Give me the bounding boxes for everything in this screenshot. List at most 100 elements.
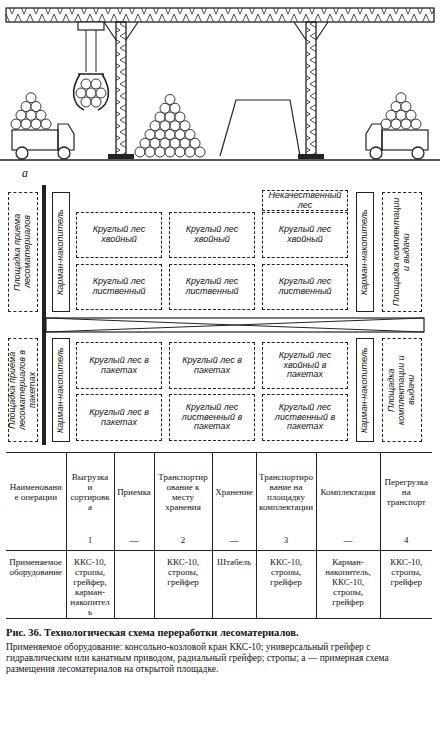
table-text: Транспортирование к месту хранения [157, 472, 210, 512]
caption-note: Применяемое оборудование: консольно-козл… [6, 642, 434, 676]
log-end [411, 119, 421, 129]
table-text: Карман-накопитель, ККС-10, стропы, грейф… [319, 557, 378, 607]
log-end [190, 138, 200, 148]
log-end [170, 121, 180, 131]
table-text: Комплектация [319, 487, 378, 497]
table-cell [114, 551, 154, 619]
leg-brace [104, 22, 138, 40]
node-text: Круглый лес лиственный [265, 277, 345, 297]
log-end [396, 93, 406, 103]
table-cell: — [114, 531, 154, 551]
crossing-band [46, 318, 424, 332]
log-end [96, 88, 106, 98]
node-text: Круглый лес в пакетах [172, 356, 252, 376]
truck-body [12, 130, 58, 150]
table-text: Приемка [117, 487, 152, 497]
table-text: Наименование операции [8, 482, 64, 502]
crane-leg [116, 22, 126, 156]
log-end [155, 112, 165, 122]
log-end [170, 138, 180, 148]
log-end [86, 88, 96, 98]
log-end [16, 110, 26, 120]
storage-cell: Круглый лес в пакетах [169, 342, 255, 389]
node-text: Круглый лес лиственный в пакетах [172, 403, 252, 433]
table-cell [6, 531, 66, 551]
log-end [175, 147, 185, 157]
log-end [31, 102, 41, 112]
table-cell: — [212, 531, 256, 551]
node-text: Карман-накопитель [360, 209, 370, 295]
truck-wheel [58, 147, 70, 159]
log-end [175, 112, 185, 122]
log-end [160, 138, 170, 148]
node-text: Карман-накопитель [56, 209, 66, 295]
storage-pocket: Карман-накопитель [52, 192, 70, 312]
table-cell: Штабель [212, 551, 256, 619]
log-end [160, 103, 170, 113]
storage-cell: Круглый лес лиственный [76, 264, 162, 310]
ground-line [0, 159, 440, 161]
log-end [165, 95, 175, 105]
table-text: 3 [259, 535, 314, 545]
node-text: Карман-накопитель [360, 347, 370, 433]
log-end [195, 147, 205, 157]
table-cell: Приемка [114, 453, 154, 531]
log-end [31, 119, 41, 129]
storage-pocket: Карман-накопитель [52, 338, 70, 442]
table-text: ККС-10, стропы, грейфер [259, 557, 314, 587]
site-area: Площадка приема лесоматериалов в пакетах [8, 338, 38, 442]
log-end [391, 102, 401, 112]
node-text: Площадка комплектации и выдачи [387, 341, 417, 439]
table-text: ККС-10, стропы, грейфер [383, 557, 431, 587]
table-cell: Транспортирование к месту хранения [154, 453, 212, 531]
table-text: — [117, 535, 152, 545]
table-cell: Хранение [212, 453, 256, 531]
log-end [150, 121, 160, 131]
truck-wheel [412, 147, 424, 159]
table-cell: Перегрузка на транспорт [380, 453, 432, 531]
log-end [401, 102, 411, 112]
table-cell: Наименование операции [6, 453, 66, 531]
storage-cell: Круглый лес лиственный [262, 264, 348, 310]
log-end [145, 147, 155, 157]
crane-track [42, 185, 46, 445]
node-text: Площадка комплектации и выдачи [392, 195, 412, 309]
log-end [160, 121, 170, 131]
truck-cab [366, 124, 382, 150]
storage-cell: Некачественный лес [262, 190, 348, 211]
grapple [74, 74, 109, 110]
site-area: Площадка комплектации и выдачи [382, 338, 422, 442]
operations-table: Наименование операцииВыгрузка и сортиров… [6, 452, 432, 619]
log-end [155, 147, 165, 157]
table-cell: — [316, 531, 380, 551]
table-cell: ККС-10, стропы, грейфер, карман-накопите… [66, 551, 114, 619]
log-end [386, 110, 396, 120]
site-area: Площадка комплектации и выдачи [382, 192, 422, 312]
table-cell: ККС-10, стропы, грейфер [154, 551, 212, 619]
table-cell: Выгрузка и сортировка [66, 453, 114, 531]
table-cell: Карман-накопитель, ККС-10, стропы, грейф… [316, 551, 380, 619]
table-cell: 1 [66, 531, 114, 551]
storage-cell: Круглый лес лиственный [169, 264, 255, 310]
log-end [26, 110, 36, 120]
log-end [396, 110, 406, 120]
log-end [185, 130, 195, 140]
node-text: Круглый лес хвойный в пакетах [265, 351, 345, 381]
table-text: ККС-10, стропы, грейфер, карман-накопите… [69, 557, 112, 617]
log-end [41, 119, 51, 129]
storage-cell: Круглый лес лиственный в пакетах [262, 394, 348, 441]
log-ends [11, 79, 421, 157]
table-text: Перегрузка на транспорт [383, 477, 431, 507]
crane-trolley [78, 22, 104, 30]
node-text: Круглый лес в пакетах [79, 356, 159, 376]
storage-pocket: Карман-накопитель [356, 192, 374, 312]
log-end [180, 138, 190, 148]
table-cell: 2 [154, 531, 212, 551]
storage-cell: Круглый лес хвойный [169, 212, 255, 258]
log-end [175, 130, 185, 140]
storage-cell: Круглый лес в пакетах [76, 342, 162, 389]
node-text: Площадка приема лесоматериалов в пакетах [8, 341, 38, 439]
table-cell: 4 [380, 531, 432, 551]
table-cell: Комплектация [316, 453, 380, 531]
log-end [180, 121, 190, 131]
